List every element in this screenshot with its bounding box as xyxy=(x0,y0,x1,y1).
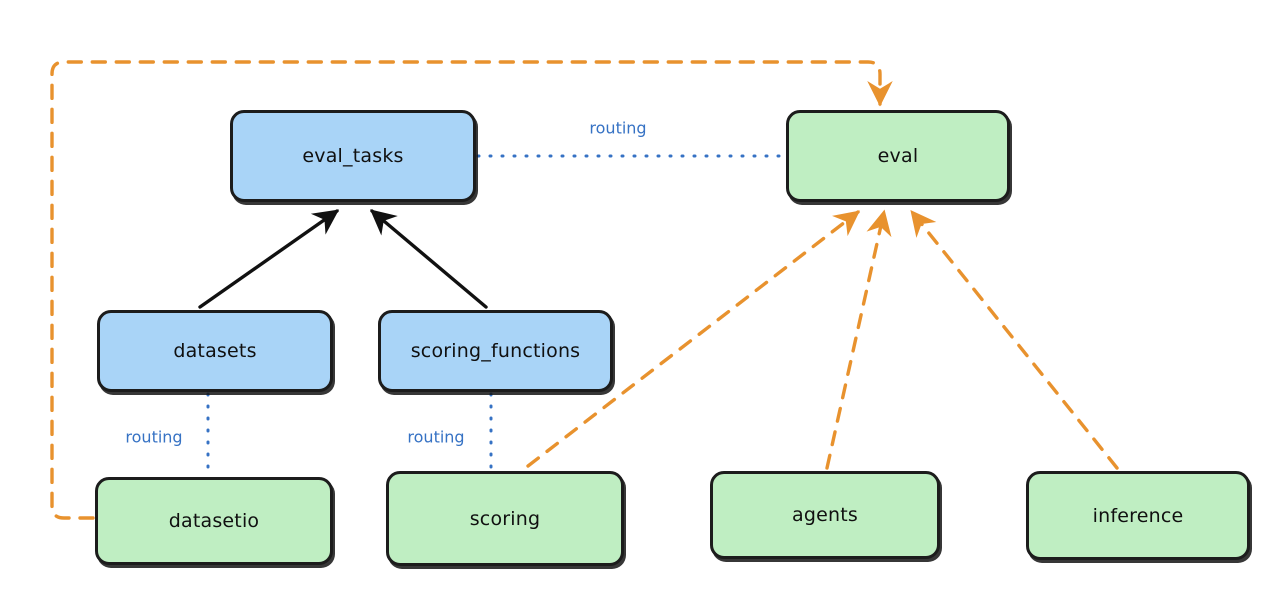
node-inference-label: inference xyxy=(1092,504,1184,527)
node-datasets-label: datasets xyxy=(173,340,257,362)
node-eval-label: eval xyxy=(877,145,919,167)
edge-datasets-to-eval-tasks xyxy=(198,209,340,309)
node-datasetio[interactable]: datasetio xyxy=(95,477,333,565)
node-scoring-functions[interactable]: scoring_functions xyxy=(378,310,613,392)
edge-scoring-functions-to-eval-tasks xyxy=(370,209,488,309)
node-scoring[interactable]: scoring xyxy=(386,471,624,566)
node-datasetio-label: datasetio xyxy=(168,510,260,532)
node-eval-tasks-label: eval_tasks xyxy=(302,145,404,167)
node-eval-tasks[interactable]: eval_tasks xyxy=(230,110,476,202)
edge-inference-to-eval xyxy=(910,210,1119,470)
node-inference[interactable]: inference xyxy=(1026,471,1250,560)
edge-agents-to-eval xyxy=(825,209,892,470)
edge-label-routing-scoring-functions: routing xyxy=(407,427,465,447)
node-scoring-label: scoring xyxy=(469,507,541,530)
node-agents-label: agents xyxy=(792,504,858,526)
node-scoring-functions-label: scoring_functions xyxy=(410,340,581,362)
edge-label-routing-eval-tasks: routing xyxy=(589,118,647,138)
node-agents[interactable]: agents xyxy=(710,471,940,559)
node-datasets[interactable]: datasets xyxy=(97,310,333,392)
edge-label-routing-datasets: routing xyxy=(125,427,183,447)
edge-datasetio-to-eval xyxy=(50,60,893,520)
edge-scoring-to-eval xyxy=(526,210,861,468)
node-eval[interactable]: eval xyxy=(786,110,1010,202)
